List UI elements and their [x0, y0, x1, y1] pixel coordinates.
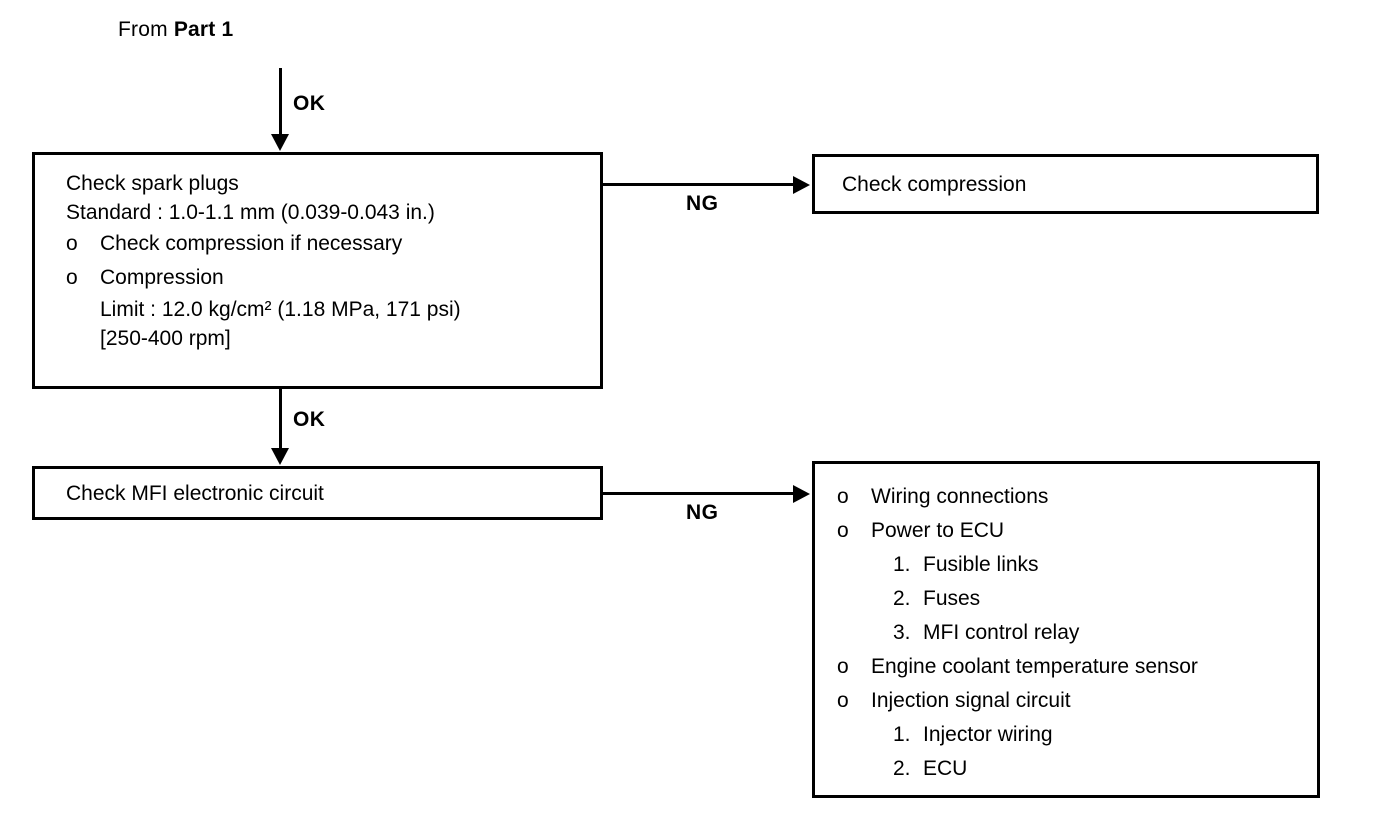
edge-label-ng-bottom: NG — [686, 501, 719, 524]
bullet-marker: 2. — [893, 587, 911, 610]
list-item: o Compression — [66, 261, 600, 295]
bullet-text: MFI control relay — [923, 621, 1080, 644]
entry-label-prefix: From — [118, 18, 174, 41]
list-item: o Injection signal circuit — [837, 684, 1317, 718]
bullet-text: Fusible links — [923, 553, 1039, 576]
edge-label-ok-middle: OK — [293, 408, 326, 431]
arrowhead-spark-plugs-to-mfi-circuit — [271, 448, 289, 465]
bullet-text: Check compression if necessary — [100, 232, 403, 255]
bullet-text: Injection signal circuit — [871, 689, 1071, 712]
connector-mfi-circuit-to-ng-checklist — [603, 492, 795, 495]
arrowhead-spark-plugs-to-check-compression — [793, 176, 810, 194]
bullet-marker: 1. — [893, 723, 911, 746]
spark-plugs-standard: Standard : 1.0-1.1 mm (0.039-0.043 in.) — [66, 201, 435, 224]
connector-spark-plugs-to-check-compression — [603, 183, 795, 186]
entry-label-part: Part 1 — [173, 18, 234, 41]
edge-label-ok-top: OK — [293, 92, 326, 115]
arrowhead-mfi-circuit-to-ng-checklist — [793, 485, 810, 503]
check-compression-title: Check compression — [842, 172, 1027, 196]
list-item: o Power to ECU — [837, 514, 1317, 548]
arrowhead-entry-to-spark-plugs — [271, 134, 289, 151]
connector-entry-to-spark-plugs — [279, 68, 282, 136]
bullet-text: Fuses — [923, 587, 981, 610]
entry-label: From Part 1 — [118, 18, 233, 42]
bullet-text: Compression — [100, 266, 224, 289]
bullet-text: Engine coolant temperature sensor — [871, 655, 1198, 678]
node-check-spark-plugs-body: Check spark plugs Standard : 1.0-1.1 mm … — [35, 155, 600, 353]
node-check-spark-plugs[interactable]: Check spark plugs Standard : 1.0-1.1 mm … — [32, 152, 603, 389]
list-item: o Wiring connections — [837, 480, 1317, 514]
bullet-text: Injector wiring — [923, 723, 1053, 746]
spark-plugs-rpm: [250-400 rpm] — [100, 327, 231, 350]
list-item: o Check compression if necessary — [66, 227, 600, 261]
connector-spark-plugs-to-mfi-circuit — [279, 389, 282, 450]
bullet-marker: 3. — [893, 621, 911, 644]
list-item: 1. Injector wiring — [837, 718, 1317, 752]
bullet-marker: 1. — [893, 553, 911, 576]
bullet-marker: 2. — [893, 757, 911, 780]
bullet-marker: o — [837, 519, 849, 542]
spark-plugs-limit: Limit : 12.0 kg/cm² (1.18 MPa, 171 psi) — [100, 298, 461, 321]
edge-label-ng-top: NG — [686, 192, 719, 215]
bullet-text: Power to ECU — [871, 519, 1005, 542]
list-item: 2. Fuses — [837, 582, 1317, 616]
spark-plugs-title: Check spark plugs — [66, 172, 239, 195]
bullet-marker: o — [66, 266, 78, 289]
bullet-text: ECU — [923, 757, 968, 780]
node-check-mfi-electronic-circuit[interactable]: Check MFI electronic circuit — [32, 466, 603, 520]
node-ng-checklist[interactable]: o Wiring connections o Power to ECU 1. F… — [812, 461, 1320, 798]
bullet-marker: o — [837, 655, 849, 678]
ng-checklist-body: o Wiring connections o Power to ECU 1. F… — [815, 464, 1317, 786]
list-item: 2. ECU — [837, 752, 1317, 786]
bullet-marker: o — [837, 689, 849, 712]
mfi-circuit-title: Check MFI electronic circuit — [66, 481, 324, 505]
bullet-marker: o — [837, 485, 849, 508]
list-item: 3. MFI control relay — [837, 616, 1317, 650]
list-item: o Engine coolant temperature sensor — [837, 650, 1317, 684]
bullet-text: Wiring connections — [871, 485, 1049, 508]
node-check-compression[interactable]: Check compression — [812, 154, 1319, 214]
bullet-marker: o — [66, 232, 78, 255]
list-item: 1. Fusible links — [837, 548, 1317, 582]
